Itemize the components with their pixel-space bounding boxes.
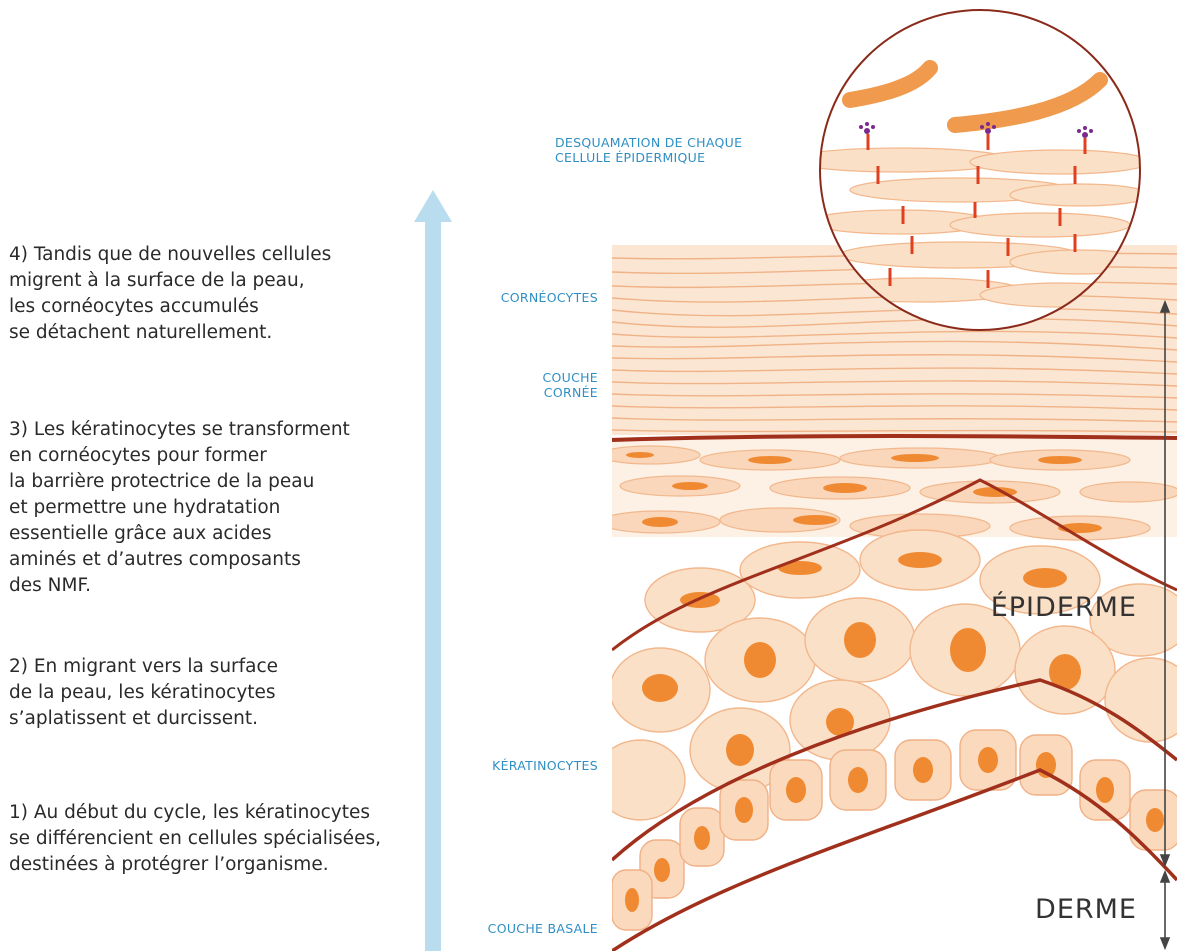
- label-couche-basale: COUCHE BASALE: [488, 921, 598, 936]
- label-desquamation: DESQUAMATION DE CHAQUE CELLULE ÉPIDERMIQ…: [555, 135, 742, 165]
- upward-arrow-icon: [414, 190, 452, 951]
- label-keratinocytes: KÉRATINOCYTES: [492, 758, 598, 773]
- label-epiderme: ÉPIDERME: [991, 592, 1137, 623]
- label-derme: DERME: [1035, 894, 1137, 925]
- label-couche-cornee: COUCHE CORNÉE: [542, 370, 598, 400]
- label-corneocytes: CORNÉOCYTES: [501, 290, 598, 305]
